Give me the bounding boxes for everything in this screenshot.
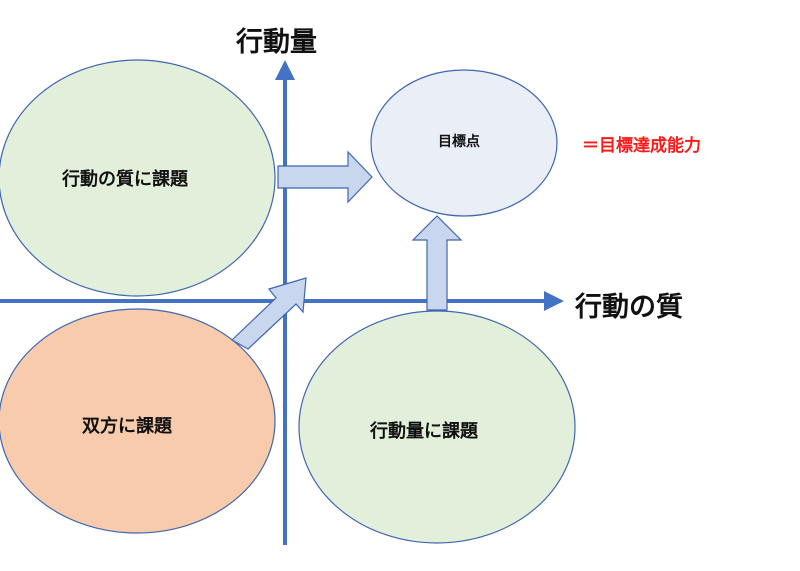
y-axis-label: 行動量: [236, 27, 317, 58]
both-issue-ellipse: [0, 308, 276, 534]
right-block-arrow: [277, 150, 373, 204]
goal-label: 目標点: [438, 134, 480, 150]
volume-issue-label: 行動量に課題: [370, 421, 478, 442]
both-issue-label: 双方に課題: [82, 416, 172, 437]
x-axis-label: 行動の質: [575, 292, 683, 323]
up-block-arrow: [411, 215, 463, 311]
quality-issue-ellipse: [0, 59, 276, 297]
quality-issue-label: 行動の質に課題: [62, 169, 188, 190]
goal-ellipse: [370, 69, 558, 217]
goal-definition: ＝目標達成能力: [582, 136, 701, 156]
diagonal-block-arrow: [230, 277, 307, 350]
volume-issue-ellipse: [298, 310, 576, 544]
